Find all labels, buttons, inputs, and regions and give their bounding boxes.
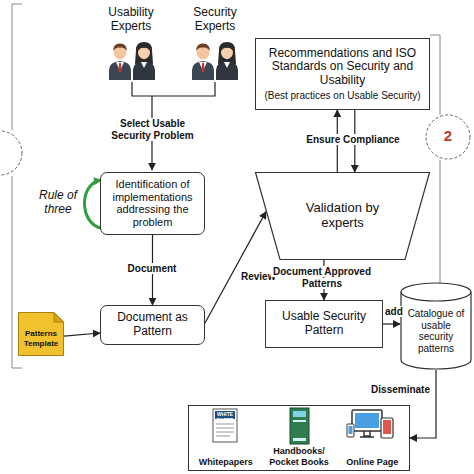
node-text: Patterns Template — [20, 329, 62, 347]
edge-label: Document — [122, 263, 182, 275]
icon-caption: Whitepapers — [191, 457, 261, 467]
edge-label: add — [383, 306, 403, 318]
pattern-box: Usable Security Pattern — [265, 300, 383, 348]
step-label: Select Usable Security Problem — [104, 118, 201, 141]
standards-box: Recommendations and ISO Standards on Sec… — [255, 38, 430, 110]
node-text: Recommendations and ISO Standards on Sec… — [262, 47, 423, 88]
validation-trapezoid: Validation by experts — [255, 172, 430, 260]
process-box: Document as Pattern — [100, 305, 205, 345]
connector-arrow — [383, 323, 400, 324]
icon-text: WHITE PAPER — [213, 412, 237, 424]
node-text: Validation by experts — [287, 201, 398, 231]
node-text: Usable Security Pattern — [270, 310, 378, 338]
node-text: Identification of implementations addres… — [105, 178, 200, 229]
icon-caption: Online Page — [337, 457, 407, 467]
process-box: Identification of implementations addres… — [100, 172, 205, 235]
connector-arrow — [410, 370, 436, 438]
node-text: Document as Pattern — [105, 311, 200, 339]
node-text: Catalogue of usable security patterns — [404, 308, 468, 354]
connector-arrow — [64, 333, 100, 336]
connector-arrow — [205, 212, 266, 323]
edge-label: Document Approved Patterns — [266, 266, 378, 289]
role-label: Usability Experts — [100, 6, 162, 34]
role-label: Security Experts — [184, 6, 246, 34]
template-document: Patterns Template — [18, 312, 64, 356]
edge-label: Disseminate — [368, 384, 432, 396]
icon-caption: Handbooks/ Pocket Books — [264, 446, 334, 467]
callout-number: 2 — [438, 127, 458, 144]
catalogue-cylinder: Catalogue of usable security patterns — [400, 282, 472, 370]
note-label: Rule of three — [36, 189, 80, 217]
node-subtext: (Best practices on Usable Security) — [264, 90, 420, 102]
edge-label: Ensure Compliance — [303, 134, 403, 146]
